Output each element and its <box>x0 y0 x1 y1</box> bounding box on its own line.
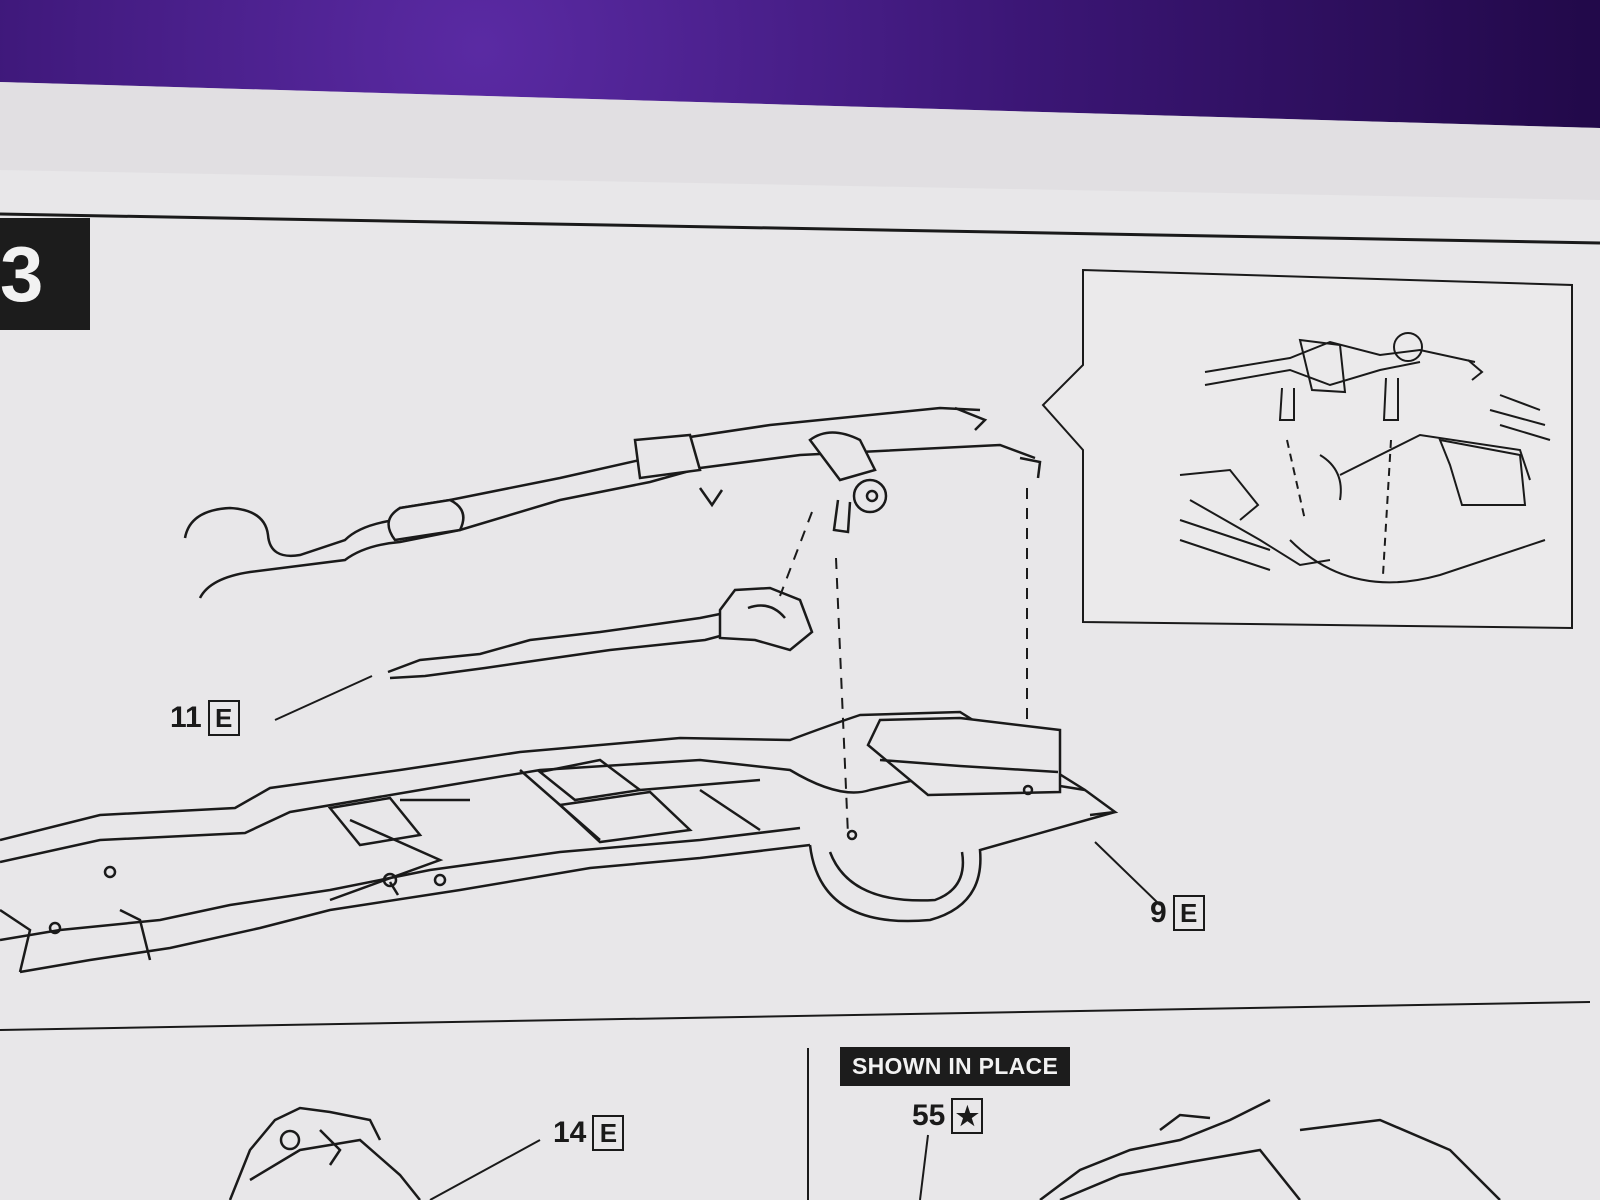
part-number: 11 <box>170 701 202 734</box>
bottom-rule <box>0 1001 1591 1031</box>
step-number-badge: 3 <box>0 218 90 330</box>
part-callout-55: 55 ★ <box>912 1098 984 1134</box>
part-callout-11: 11 E <box>170 700 240 736</box>
part-number: 9 <box>1150 896 1167 929</box>
part-tree-letter: E <box>592 1115 625 1151</box>
part-tree-letter: E <box>207 700 240 736</box>
chassis-frame <box>0 710 1119 974</box>
top-rule <box>0 212 1600 245</box>
detail-inset <box>1041 268 1573 630</box>
star-icon: ★ <box>951 1098 984 1134</box>
part-tree-letter: E <box>1172 895 1205 931</box>
exhaust-system <box>183 406 1042 599</box>
alignment-lines <box>779 488 1028 836</box>
lower-left-drawing <box>228 1106 421 1200</box>
lower-right-drawing <box>1039 1098 1501 1200</box>
part-number: 14 <box>553 1116 587 1149</box>
part-callout-9: 9 E <box>1150 895 1205 931</box>
step-number: 3 <box>0 230 44 318</box>
drive-shaft <box>387 586 814 680</box>
leader-lines <box>274 675 1161 1200</box>
part-callout-14: 14 E <box>553 1115 625 1151</box>
shown-in-place-label: SHOWN IN PLACE <box>840 1047 1071 1086</box>
part-number: 55 <box>912 1099 946 1132</box>
